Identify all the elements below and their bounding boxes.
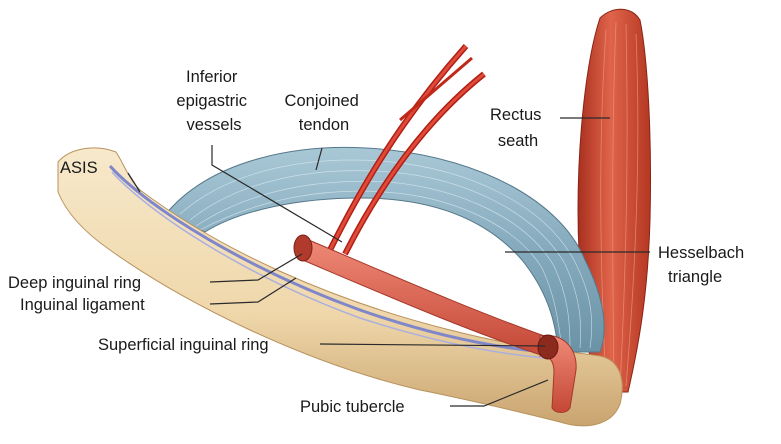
label-inferior-epigastric-vessels: Inferior epigastric vessels: [176, 68, 251, 134]
label-superficial-inguinal-ring: Superficial inguinal ring: [98, 336, 269, 354]
label-pubic-tubercle: Pubic tubercle: [300, 398, 405, 416]
label-inguinal-ligament: Inguinal ligament: [20, 296, 145, 314]
superficial-ring-opening: [538, 335, 558, 359]
label-conjoined-tendon: Conjoined tendon: [285, 92, 364, 134]
label-asis: ASIS: [60, 159, 98, 177]
label-deep-inguinal-ring: Deep inguinal ring: [8, 274, 141, 292]
label-rectus-seath: Rectus seath: [490, 106, 546, 150]
label-hesselbach-triangle: Hesselbach triangle: [658, 244, 749, 286]
